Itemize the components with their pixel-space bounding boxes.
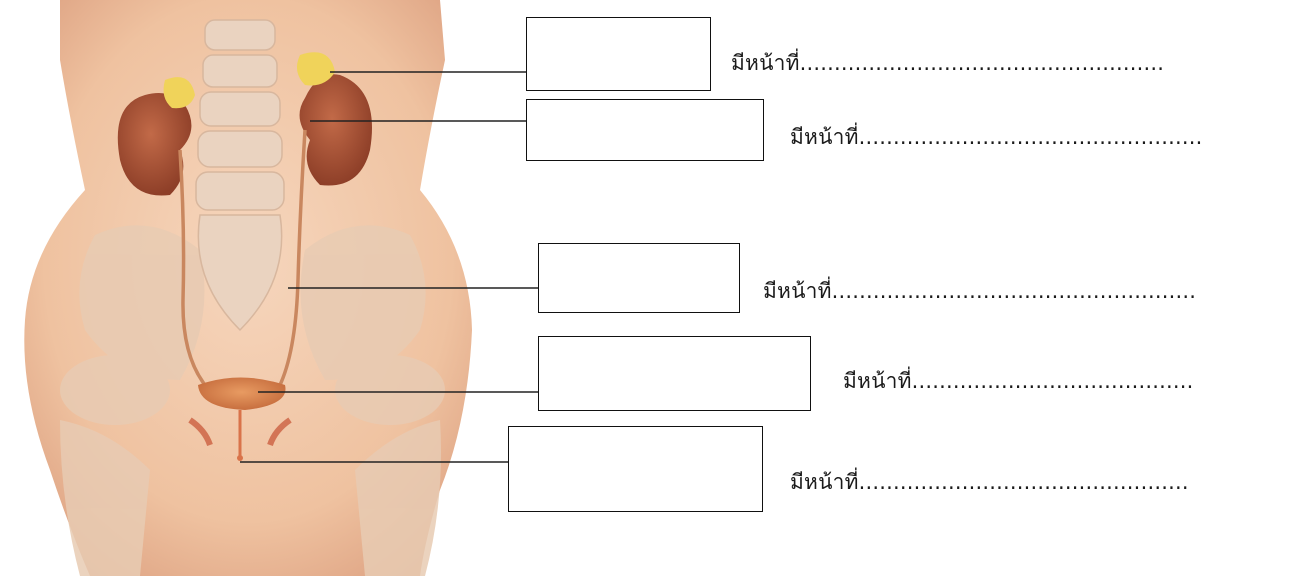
label-box-ureter[interactable] (538, 243, 740, 313)
function-prompt-2: มีหน้าที่...............................… (790, 121, 1202, 154)
spine (196, 20, 284, 330)
label-box-urethra[interactable] (508, 426, 763, 512)
function-prompt-3: มีหน้าที่...............................… (763, 275, 1196, 308)
function-prompt-5: มีหน้าที่...............................… (790, 466, 1189, 499)
function-prompt-1: มีหน้าที่...............................… (731, 47, 1164, 80)
function-prompt-4: มีหน้าที่...............................… (843, 365, 1194, 398)
label-box-adrenal-gland[interactable] (526, 17, 711, 91)
label-box-urinary-bladder[interactable] (538, 336, 811, 411)
label-box-kidney[interactable] (526, 99, 764, 161)
